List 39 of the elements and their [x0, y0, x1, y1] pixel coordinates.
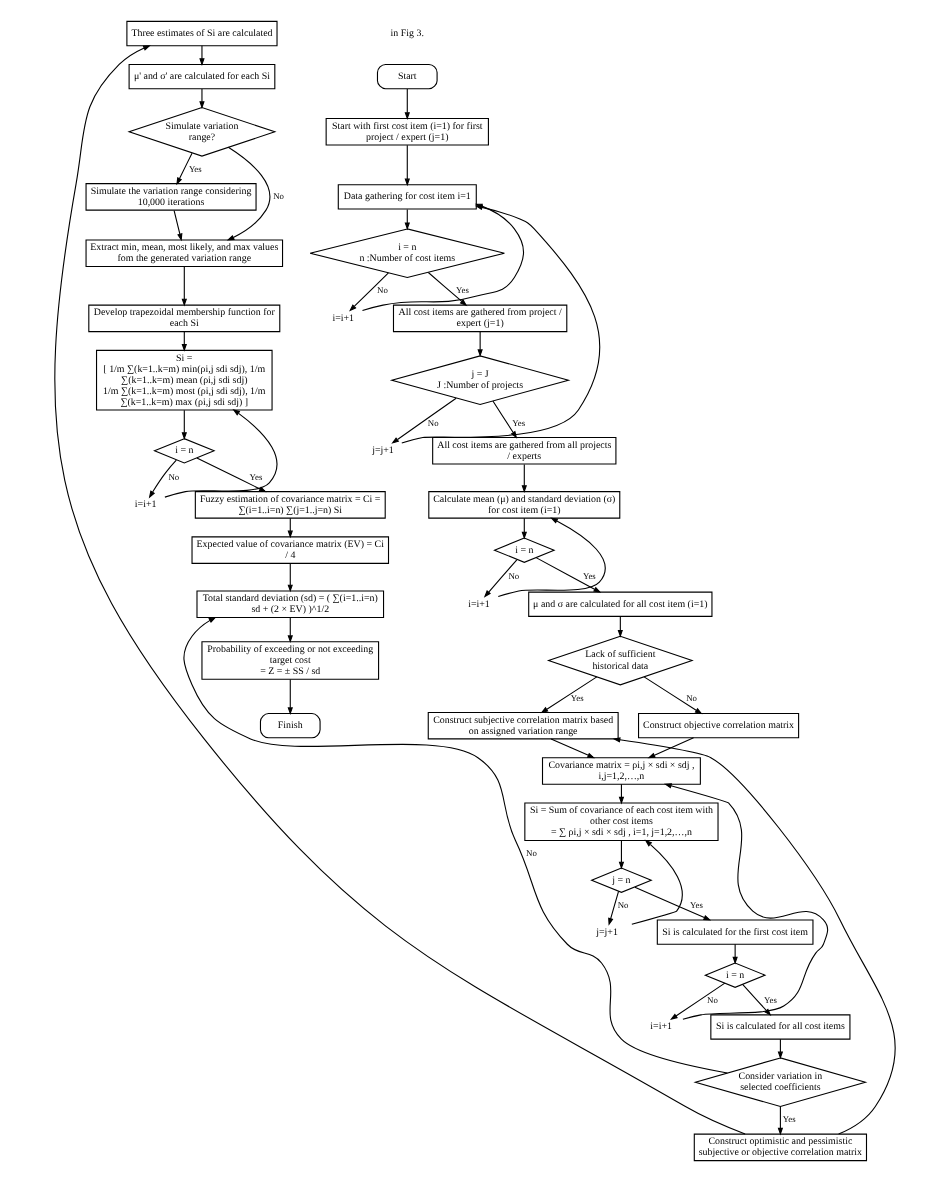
arrow [163, 409, 277, 498]
arrow [617, 783, 624, 805]
arrow [198, 45, 204, 66]
arrow [426, 271, 467, 307]
arrow [53, 45, 745, 1135]
arrow [549, 738, 594, 759]
arrow [611, 737, 895, 1135]
arrow [348, 272, 388, 312]
arrow [776, 1038, 783, 1060]
arrow [491, 400, 517, 439]
arrow [630, 839, 682, 925]
arrow [607, 890, 619, 926]
arrow [642, 676, 702, 715]
arrow [195, 457, 266, 493]
arrow [286, 563, 292, 593]
arrow [175, 152, 192, 186]
arrow [225, 146, 270, 241]
arrow [476, 331, 482, 358]
arrow [539, 676, 597, 714]
arrow [180, 266, 186, 307]
arrow [198, 88, 204, 109]
arrow [482, 559, 517, 598]
arrow [731, 943, 737, 965]
arrow [669, 982, 725, 1020]
arrow [520, 517, 526, 540]
arrow [633, 886, 711, 921]
arrow [147, 459, 176, 499]
arrow [172, 210, 182, 242]
arrow [403, 144, 409, 187]
arrow [390, 397, 456, 444]
arrow [403, 88, 409, 120]
arrow [776, 1106, 783, 1136]
arrow [534, 557, 601, 593]
arrow [520, 463, 526, 493]
arrow [646, 737, 694, 759]
arrow [286, 678, 292, 716]
arrow [617, 840, 624, 870]
arrow [180, 409, 186, 441]
arrow [496, 517, 605, 598]
